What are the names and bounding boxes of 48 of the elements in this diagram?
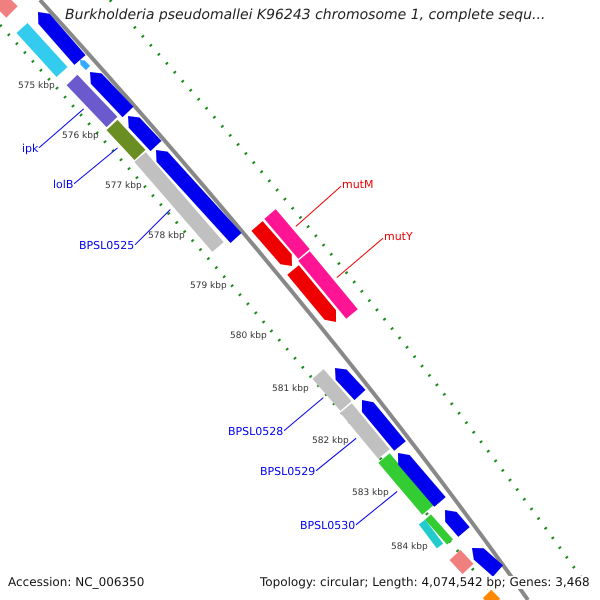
leader-line xyxy=(284,397,324,432)
gene-label: BPSL0530 xyxy=(300,520,356,532)
scale-label: 578 kbp xyxy=(148,232,185,242)
gene-label: mutY xyxy=(384,231,413,244)
gene-segment xyxy=(398,453,446,507)
leader-line xyxy=(336,238,384,278)
scale-label: 575 kbp xyxy=(18,82,55,92)
gene-segment xyxy=(482,590,500,600)
info-text: Accession: NC_006350 xyxy=(8,576,144,590)
gene-segment xyxy=(312,369,352,411)
scale-label: 576 kbp xyxy=(62,132,99,142)
gene-segment xyxy=(66,74,118,128)
leader-line xyxy=(38,108,84,148)
gene-segment xyxy=(264,209,310,259)
gene-segment xyxy=(90,72,134,118)
leader-line xyxy=(356,490,398,526)
gene-segment xyxy=(450,550,474,574)
gene-segment xyxy=(335,368,366,400)
gene-segment xyxy=(16,23,68,77)
gene-segment xyxy=(106,120,146,160)
leader-line xyxy=(295,186,342,228)
gene-segment xyxy=(362,400,406,451)
scale-label: 577 kbp xyxy=(105,182,142,192)
scale-label: 584 kbp xyxy=(391,543,428,553)
leader-line xyxy=(316,438,357,472)
leader-line xyxy=(74,147,118,184)
info-text: Topology: circular; Length: 4,074,542 bp; Genes: 3,468 xyxy=(260,576,590,590)
gene-label: BPSL0525 xyxy=(79,240,134,252)
gene-segment xyxy=(472,548,503,577)
leader-line xyxy=(134,209,171,246)
gene-label: BPSL0528 xyxy=(228,426,284,438)
scale-label: 583 kbp xyxy=(352,489,389,499)
gene-label: mutM xyxy=(342,179,374,192)
gene-segment xyxy=(298,251,358,319)
scale-label: 580 kbp xyxy=(230,332,267,342)
gene-segment xyxy=(445,510,470,537)
scale-label: 582 kbp xyxy=(312,437,349,447)
gene-label: BPSL0529 xyxy=(260,466,316,478)
gene-segment xyxy=(0,0,18,18)
scale-label: 581 kbp xyxy=(272,385,309,395)
gene-segment xyxy=(80,60,90,70)
gene-label: ipk xyxy=(22,143,38,156)
diagram-title: Burkholderia pseudomallei K96243 chromosome 1, complete sequ... xyxy=(65,8,546,24)
scale-label: 579 kbp xyxy=(190,282,227,292)
gene-segment xyxy=(251,221,292,266)
gene-segment xyxy=(128,116,162,152)
gene-label: lolB xyxy=(53,179,74,192)
gene-segment xyxy=(287,265,336,322)
